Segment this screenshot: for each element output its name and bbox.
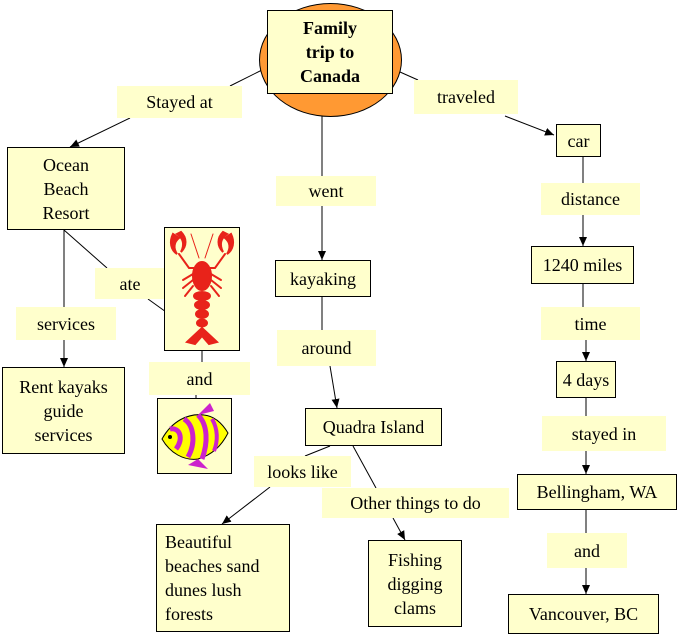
link-around: around: [277, 330, 376, 366]
link-stayed-at: Stayed at: [117, 86, 242, 118]
edge-quadra-other: [352, 445, 377, 489]
edge-looks-beaches: [221, 486, 271, 525]
link-went: went: [276, 176, 376, 206]
link-other-things: Other things to do: [322, 488, 509, 518]
node-miles: 1240 miles: [531, 246, 634, 284]
edge-traveled-car: [504, 115, 555, 136]
link-distance: distance: [541, 183, 640, 215]
lobster-image: [169, 230, 235, 346]
link-looks-like: looks like: [254, 456, 351, 487]
edge-title-stayed: [229, 69, 263, 87]
link-stayed-in: stayed in: [542, 416, 666, 451]
node-kayaking: kayaking: [275, 260, 371, 297]
link-and-trip: and: [547, 533, 627, 568]
angelfish-picture: [157, 398, 232, 474]
edge-stayed-resort: [69, 117, 131, 148]
lobster-picture: [164, 227, 240, 351]
node-fishing: Fishing digging clams: [368, 540, 462, 627]
node-rent-kayaks: Rent kayaks guide services: [2, 367, 125, 454]
link-time: time: [541, 307, 640, 340]
link-traveled: traveled: [414, 80, 518, 114]
node-bellingham: Bellingham, WA: [517, 474, 677, 510]
node-ocean-beach-resort: Ocean Beach Resort: [7, 147, 125, 230]
edge-around-quadra: [329, 365, 340, 409]
edge-title-traveled: [399, 71, 419, 81]
edge-other-fishing: [392, 517, 406, 541]
link-ate: ate: [95, 268, 165, 299]
edge-quadra-looks: [304, 445, 331, 457]
node-quadra-island: Quadra Island: [305, 408, 442, 446]
title-node: Family trip to Canada: [267, 10, 393, 94]
link-services: services: [16, 307, 116, 340]
node-car: car: [556, 124, 601, 157]
node-beautiful-beaches: Beautiful beaches sand dunes lush forest…: [156, 524, 290, 632]
node-days: 4 days: [556, 361, 616, 398]
link-and-food: and: [149, 362, 250, 395]
edge-resort-ate: [63, 229, 108, 269]
angelfish-image: [161, 403, 229, 469]
node-vancouver: Vancouver, BC: [508, 594, 659, 634]
